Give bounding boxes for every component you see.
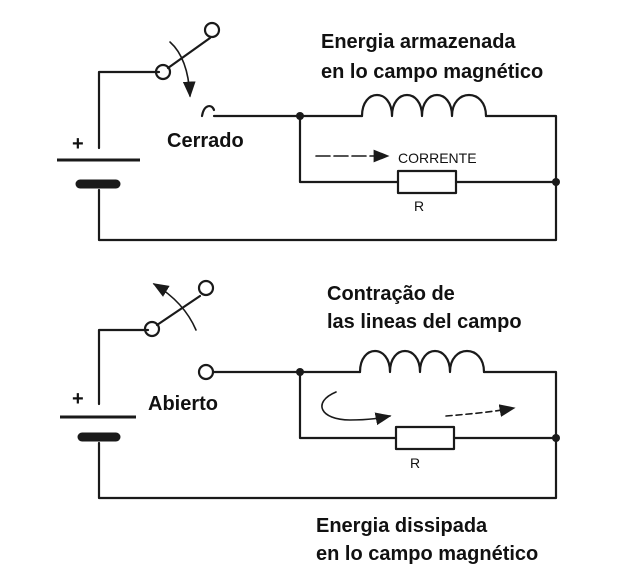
bottom-switch-pivot bbox=[143, 320, 161, 338]
top-switch-blade-tip bbox=[203, 21, 221, 39]
top-switch-contact bbox=[200, 105, 216, 118]
bottom-resistor-left-wire bbox=[298, 370, 398, 440]
bottom-circuit: + R Abierto Contração de bbox=[60, 279, 560, 565]
top-return-wire bbox=[97, 180, 558, 242]
top-state-label: Cerrado bbox=[167, 130, 244, 152]
bottom-switch-blade bbox=[155, 294, 202, 327]
top-switch-motion-arrow bbox=[169, 41, 196, 98]
bottom-switch-contact bbox=[197, 363, 215, 381]
bottom-switch-blade-tip bbox=[197, 279, 215, 297]
bottom-switch-motion-arrow bbox=[152, 283, 197, 331]
bottom-return-wire bbox=[97, 436, 558, 500]
top-switch-blade bbox=[166, 36, 212, 70]
top-right-node bbox=[552, 178, 560, 186]
top-caption-line2: en lo campo magnético bbox=[321, 61, 543, 83]
top-inductor-right-wire bbox=[484, 114, 558, 184]
bottom-inductor-right-wire bbox=[482, 370, 558, 440]
top-resistor-label: R bbox=[414, 198, 424, 214]
top-resistor-left-wire bbox=[298, 114, 400, 184]
bottom-footer-line2: en lo campo magnético bbox=[316, 543, 538, 565]
bottom-resistor bbox=[394, 425, 456, 451]
bottom-inductor-coil bbox=[358, 349, 486, 374]
bottom-decay-arrow bbox=[445, 404, 516, 417]
bottom-switch bbox=[143, 279, 215, 381]
bottom-caption-line1: Contração de bbox=[327, 283, 455, 305]
top-circuit: + CORRENTE R Cerrado Energia bbox=[57, 21, 560, 242]
bottom-battery-plus-sign: + bbox=[72, 388, 84, 410]
top-inductor-coil bbox=[360, 93, 488, 118]
bottom-circulating-current-arrow bbox=[321, 391, 392, 426]
bottom-footer-line1: Energia dissipada bbox=[316, 515, 488, 537]
top-resistor bbox=[396, 169, 458, 195]
bottom-right-node bbox=[552, 434, 560, 442]
top-switch-pivot bbox=[154, 63, 172, 81]
bottom-resistor-label: R bbox=[410, 455, 420, 471]
top-caption-line1: Energia armazenada bbox=[321, 31, 516, 53]
bottom-caption-line2: las lineas del campo bbox=[327, 311, 522, 333]
bottom-left-wire bbox=[97, 328, 150, 406]
bottom-state-label: Abierto bbox=[148, 393, 218, 415]
top-left-wire bbox=[97, 70, 161, 150]
top-current-label: CORRENTE bbox=[398, 150, 477, 166]
top-switch bbox=[154, 21, 221, 118]
top-battery-plus-sign: + bbox=[72, 133, 84, 155]
